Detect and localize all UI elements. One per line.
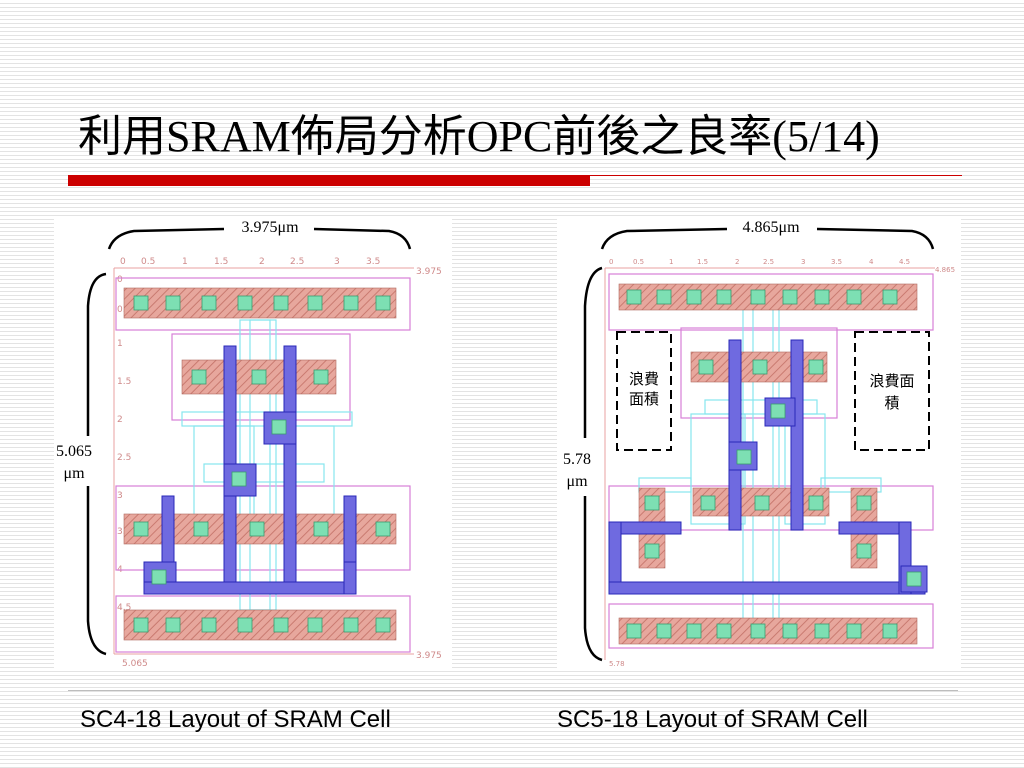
waste-area-right: 浪費面 積 bbox=[854, 331, 930, 451]
width-brace bbox=[600, 227, 935, 250]
n-well-outlines bbox=[115, 277, 411, 653]
height-label-value: 5.78 bbox=[563, 451, 591, 468]
ruler-side-tick: 1 bbox=[117, 339, 123, 349]
waste-right-line2: 積 bbox=[884, 394, 899, 412]
ruler-side-tick: 2 bbox=[117, 415, 123, 425]
sc4-18-layout-figure: 3.975μm 5.065 μm 0 0.5 1 1.5 2 2.5 3 3.5… bbox=[54, 216, 452, 670]
height-label-unit: μm bbox=[566, 473, 588, 490]
height-label-value: 5.065 bbox=[56, 443, 92, 460]
ruler-top-tick: 3.5 bbox=[366, 257, 380, 267]
ruler-top-end: 3.975 bbox=[416, 267, 442, 277]
height-label-unit: μm bbox=[63, 465, 85, 482]
ruler bbox=[604, 267, 935, 660]
ruler-top-tick: 1 bbox=[182, 257, 188, 267]
ruler-side-tick: 1.5 bbox=[117, 377, 131, 387]
caption-sc4-18: SC4-18 Layout of SRAM Cell bbox=[80, 706, 391, 733]
title-underline-thin bbox=[590, 175, 962, 176]
n-well-outlines bbox=[608, 273, 934, 649]
ruler-side-tick: 3 bbox=[117, 491, 123, 501]
ruler-top-tick: 2.5 bbox=[290, 257, 304, 267]
width-label: 3.975μm bbox=[241, 219, 299, 236]
height-brace bbox=[583, 266, 603, 662]
contact-layer bbox=[133, 295, 391, 633]
ruler-top-tick: 4.5 bbox=[899, 258, 910, 266]
ruler-top-tick: 0.5 bbox=[141, 257, 155, 267]
waste-area-left: 浪費 面積 bbox=[616, 331, 672, 451]
ruler-top-tick: 3.5 bbox=[831, 258, 842, 266]
ruler-top-tick: 3 bbox=[801, 258, 805, 266]
ruler-top-tick: 2 bbox=[259, 257, 265, 267]
ruler-side-tick: 2.5 bbox=[117, 453, 131, 463]
contact-layer bbox=[626, 289, 922, 639]
ruler-top-tick: 0 bbox=[609, 258, 613, 266]
ruler-bottom-right: 3.975 bbox=[416, 651, 442, 661]
ruler bbox=[113, 267, 414, 655]
ruler-bottom-left: 5.78 bbox=[609, 660, 625, 668]
ruler-top-tick: 1.5 bbox=[697, 258, 708, 266]
metal-layer bbox=[143, 345, 357, 595]
waste-left-line1: 浪費 bbox=[629, 370, 659, 388]
ruler-top-tick: 3 bbox=[334, 257, 340, 267]
title-underline-accent bbox=[68, 175, 590, 186]
ruler-top-end: 4.865 bbox=[935, 266, 955, 274]
ruler-top-tick: 1.5 bbox=[214, 257, 228, 267]
metal-layer bbox=[608, 339, 928, 595]
ruler-top-tick: 0 bbox=[120, 257, 126, 267]
caption-divider bbox=[68, 690, 958, 691]
ruler-top-tick: 1 bbox=[669, 258, 673, 266]
sc5-18-layout-figure: 4.865μm 5.78 μm 0 0.5 1 1.5 2 2.5 3 3.5 … bbox=[557, 216, 961, 670]
ruler-side-tick: 0 bbox=[117, 275, 123, 285]
ruler-bottom-left: 5.065 bbox=[122, 659, 148, 669]
ruler-top-tick: 0.5 bbox=[633, 258, 644, 266]
ruler-top-tick: 2 bbox=[735, 258, 739, 266]
caption-sc5-18: SC5-18 Layout of SRAM Cell bbox=[557, 706, 868, 733]
width-brace bbox=[107, 227, 412, 250]
ruler-top-tick: 4 bbox=[869, 258, 874, 266]
waste-left-line2: 面積 bbox=[629, 390, 659, 408]
slide-title: 利用SRAM佈局分析OPC前後之良率(5/14) bbox=[78, 112, 880, 161]
waste-right-line1: 浪費面 bbox=[869, 372, 914, 390]
width-label: 4.865μm bbox=[742, 219, 800, 236]
ruler-top-tick: 2.5 bbox=[763, 258, 774, 266]
height-brace bbox=[86, 272, 107, 656]
ruler-side-tick: 4.5 bbox=[117, 603, 131, 613]
